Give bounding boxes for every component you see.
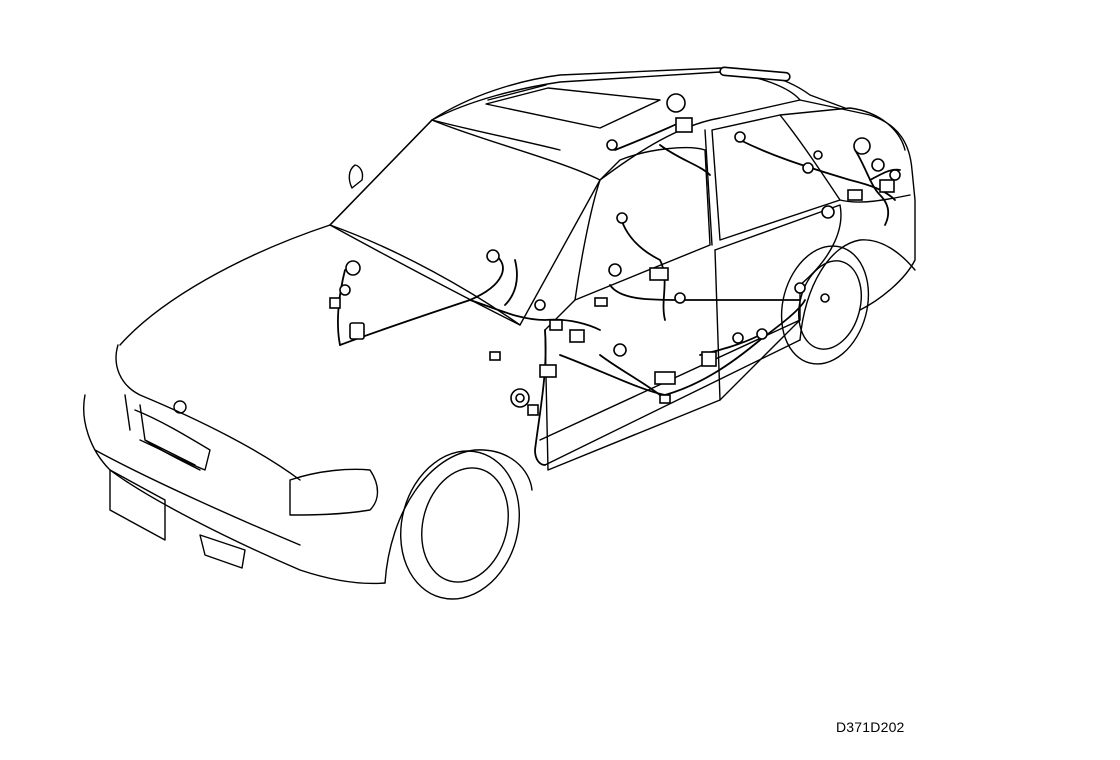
a-pillar-harness [534, 329, 547, 466]
rear-door [714, 204, 842, 401]
fog-light [199, 534, 246, 569]
front-wheel [400, 450, 520, 600]
rear-wheel-arch [799, 239, 916, 341]
side-mirror [348, 164, 364, 189]
roof-connector [666, 93, 686, 113]
diagram-reference-code: D371D202 [836, 719, 905, 735]
front-bumper [83, 394, 386, 585]
hood-emblem [173, 400, 187, 414]
dashboard-harness [339, 299, 601, 346]
connector [345, 260, 361, 276]
front-wheel-arch [384, 449, 533, 584]
rear-side-window [711, 114, 841, 241]
front-side-window [574, 146, 711, 301]
car-body-outline [83, 67, 916, 585]
grille [124, 394, 201, 471]
sunroof [485, 87, 661, 129]
rear-harness [854, 149, 890, 226]
electrical-components [329, 66, 901, 416]
wiring-harness [337, 119, 901, 466]
roof [431, 71, 801, 181]
windshield [329, 119, 601, 326]
rear-wheel [780, 245, 870, 365]
floor-harness [559, 299, 806, 396]
headlight [289, 468, 379, 516]
